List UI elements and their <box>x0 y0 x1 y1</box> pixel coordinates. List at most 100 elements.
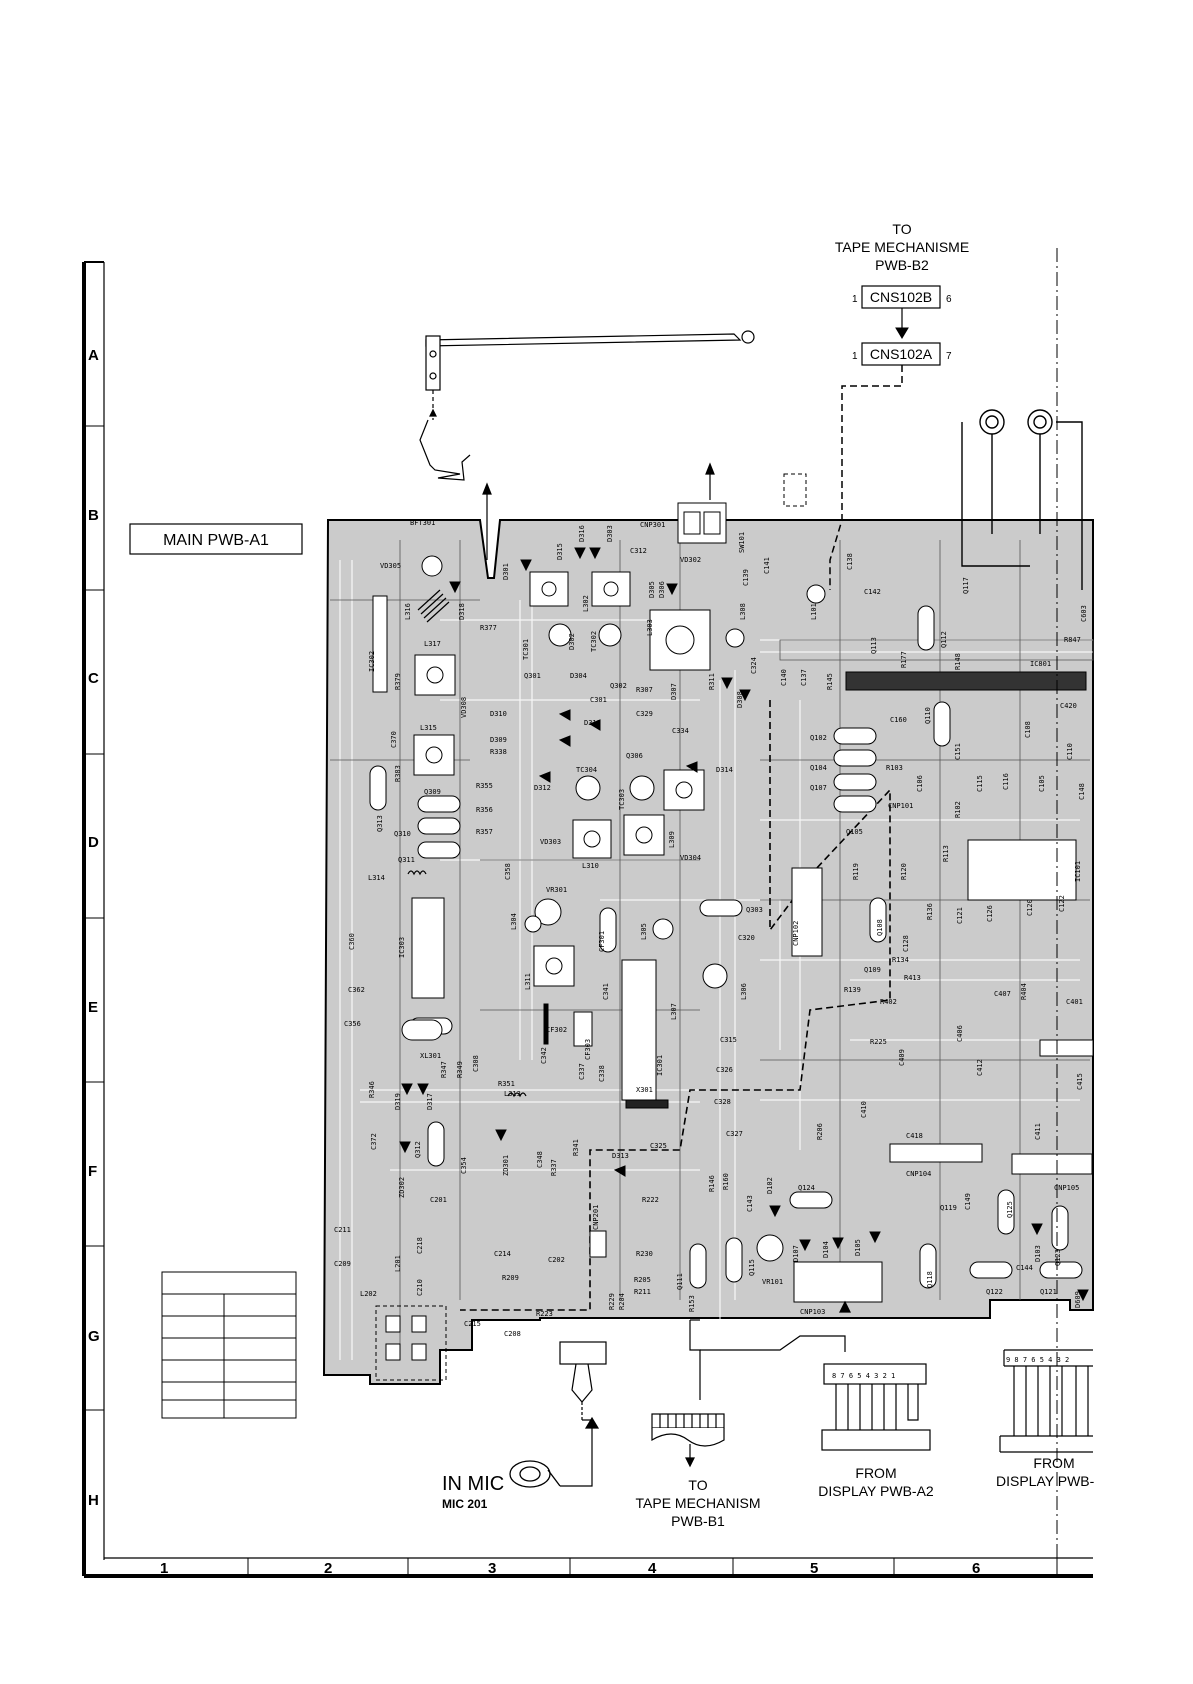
ref-c201: C201 <box>430 1196 447 1204</box>
ref-r222: R222 <box>642 1196 659 1204</box>
ref-r379: R379 <box>394 673 402 690</box>
ref-r338: R338 <box>490 748 507 756</box>
ref-c358: C358 <box>504 863 512 880</box>
ref-r177: R177 <box>900 651 908 668</box>
ref-r160: R160 <box>722 1173 730 1190</box>
ref-cf303: CF303 <box>584 1039 592 1060</box>
ref-d305: D305 <box>648 581 656 598</box>
ref-c144: C144 <box>1016 1264 1033 1272</box>
ref-ic302: IC302 <box>368 651 376 672</box>
ref-q107: Q107 <box>810 784 827 792</box>
ref-c370: C370 <box>390 731 398 748</box>
ref-ic301: IC301 <box>656 1055 664 1076</box>
ref-r120: R120 <box>900 863 908 880</box>
title-box <box>129 523 303 555</box>
col-label-1: 1 <box>160 1560 168 1577</box>
ref-x301: X301 <box>636 1086 653 1094</box>
ref-d302: D302 <box>568 633 576 650</box>
ref-cnp301: CNP301 <box>640 521 665 529</box>
ref-vd304: VD304 <box>680 854 701 862</box>
ref-r307: R307 <box>636 686 653 694</box>
ref-c141: C141 <box>763 557 771 574</box>
ref-r139: R139 <box>844 986 861 994</box>
ref-q309: Q309 <box>424 788 441 796</box>
dashed-small-box <box>783 473 807 507</box>
ref-c160: C160 <box>890 716 907 724</box>
ref-c151: C151 <box>954 743 962 760</box>
ref-cnp105: CNP105 <box>1054 1184 1079 1192</box>
component-labels: BFT301 VD305 CNP301 SW101 VD302 D301 D31… <box>334 519 1088 1338</box>
ref-l202: L202 <box>360 1290 377 1298</box>
ref-vd305: VD305 <box>380 562 401 570</box>
row-label-a: A <box>88 347 99 364</box>
ref-c142: C142 <box>864 588 881 596</box>
ref-q301: Q301 <box>524 672 541 680</box>
ref-c215: C215 <box>464 1320 481 1328</box>
display-right-name-label: DISPLAY PWB- <box>996 1473 1095 1489</box>
display-a2-pins: 8 7 6 5 4 3 2 1 <box>832 1372 895 1380</box>
col-label-3: 3 <box>488 1560 496 1577</box>
ref-r351: R351 <box>498 1080 515 1088</box>
ref-d304: D304 <box>570 672 587 680</box>
ref-l317: L317 <box>424 640 441 648</box>
ref-d307: D307 <box>670 683 678 700</box>
ref-r355: R355 <box>476 782 493 790</box>
ref-ic101: IC101 <box>1074 861 1082 882</box>
ref-l315: L315 <box>420 724 437 732</box>
ref-r102: R102 <box>954 801 962 818</box>
ref-d313: D313 <box>612 1152 629 1160</box>
ref-c409: C409 <box>898 1049 906 1066</box>
ref-cnp101: CNP101 <box>888 802 913 810</box>
ref-q109: Q109 <box>864 966 881 974</box>
ref-c148: C148 <box>1078 783 1086 800</box>
ref-c327: C327 <box>726 1130 743 1138</box>
cns102b-pin-left: 1 <box>852 294 858 305</box>
cns102a-label: CNS102A <box>870 346 933 362</box>
ref-c116: C116 <box>1002 773 1010 790</box>
ref-c301: C301 <box>590 696 607 704</box>
ref-ic801: IC801 <box>1030 660 1051 668</box>
ref-l304: L304 <box>510 913 518 930</box>
ref-c139: C139 <box>742 569 750 586</box>
ref-d310: D310 <box>490 710 507 718</box>
ref-bft301: BFT301 <box>410 519 435 527</box>
ref-c315: C315 <box>720 1036 737 1044</box>
row-label-b: B <box>88 507 99 524</box>
ref-q125: Q125 <box>1006 1201 1014 1218</box>
ref-r337: R337 <box>550 1159 558 1176</box>
ref-l307: L307 <box>670 1003 678 1020</box>
ref-zd302: ZD302 <box>398 1177 406 1198</box>
display-right-from-label: FROM <box>1033 1455 1074 1471</box>
ref-r205: R205 <box>634 1276 651 1284</box>
ref-vr301: VR301 <box>546 886 567 894</box>
ref-d309: D309 <box>490 736 507 744</box>
ref-c326: C326 <box>716 1066 733 1074</box>
ref-c211: C211 <box>334 1226 351 1234</box>
ref-c420: C420 <box>1060 702 1077 710</box>
ref-d318: D318 <box>458 603 466 620</box>
ref-l311: L311 <box>524 973 532 990</box>
ref-tc303: TC303 <box>618 789 626 810</box>
ref-l101: L101 <box>810 603 818 620</box>
ref-r346: R346 <box>368 1081 376 1098</box>
ref-c407: C407 <box>994 990 1011 998</box>
ref-r225: R225 <box>870 1038 887 1046</box>
ref-r383: R383 <box>394 765 402 782</box>
mic-201-label: MIC 201 <box>442 1497 488 1511</box>
ref-r113: R113 <box>942 845 950 862</box>
top-to-label: TO <box>892 221 911 237</box>
ref-c406: C406 <box>956 1025 964 1042</box>
ref-cf301: CF301 <box>598 931 606 952</box>
ref-l310: L310 <box>582 862 599 870</box>
ref-c354: C354 <box>460 1157 468 1174</box>
ref-d308: D308 <box>736 691 744 708</box>
row-label-c: C <box>88 670 99 687</box>
ref-r230: R230 <box>636 1250 653 1258</box>
ref-q121: Q121 <box>1040 1288 1057 1296</box>
ref-r136: R136 <box>926 903 934 920</box>
ref-r206: R206 <box>816 1123 824 1140</box>
ref-c312: C312 <box>630 547 647 555</box>
ref-l314: L314 <box>368 874 385 882</box>
ref-d102: D102 <box>766 1177 774 1194</box>
ref-q104: Q104 <box>810 764 827 772</box>
